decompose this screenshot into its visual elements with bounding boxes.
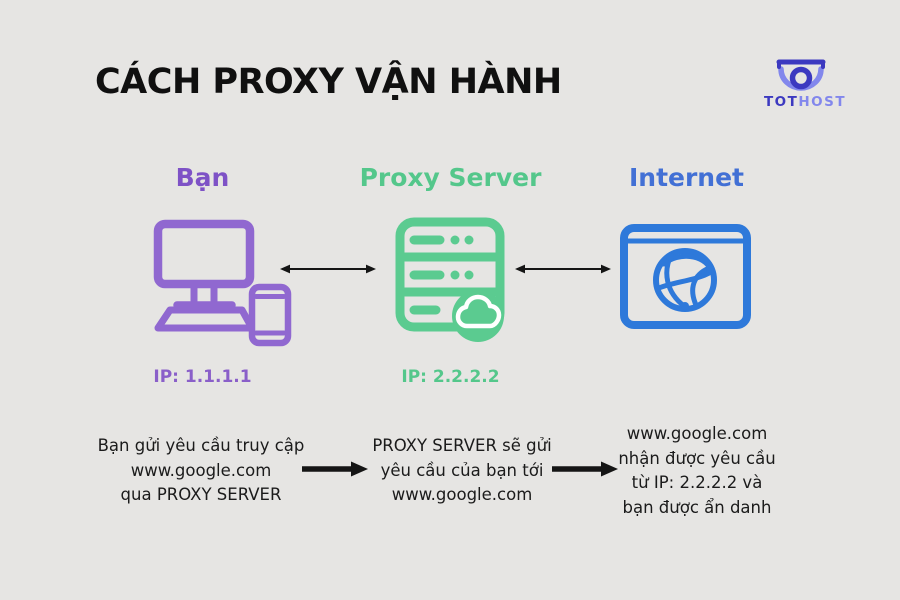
- step-3-line: www.google.com: [626, 424, 768, 443]
- ip-label-proxy: IP: 2.2.2.2: [401, 367, 500, 387]
- step-2-line: PROXY SERVER sẽ gửi: [372, 436, 552, 455]
- brand-wordmark-bold: TOT: [763, 94, 799, 110]
- step-text-1: Bạn gửi yêu cầu truy cập www.google.com …: [83, 434, 319, 508]
- step-text-3: www.google.com nhận được yêu cầu từ IP: …: [600, 422, 794, 520]
- step-1-line: Bạn gửi yêu cầu truy cập: [97, 436, 305, 455]
- desktop-and-phone-icon: [153, 219, 292, 347]
- ip-label-you: IP: 1.1.1.1: [153, 367, 252, 387]
- tothost-logo-icon: [776, 59, 826, 91]
- arrow-step2-step3: [552, 461, 618, 477]
- server-with-cloud-icon: [395, 217, 505, 342]
- step-3-line: bạn được ẩn danh: [622, 497, 772, 517]
- node-label-internet: Internet: [628, 163, 745, 192]
- arrow-you-proxy: [280, 264, 376, 274]
- step-2-line: www.google.com: [391, 485, 533, 504]
- step-3-line: từ IP: 2.2.2.2 và: [631, 473, 763, 492]
- step-2-line: yêu cầu của bạn tới: [380, 460, 544, 480]
- node-label-proxy: Proxy Server: [359, 163, 542, 192]
- step-1-line: qua PROXY SERVER: [120, 485, 282, 504]
- arrow-proxy-internet: [515, 264, 611, 274]
- node-label-you: Bạn: [175, 163, 230, 192]
- step-1-line: www.google.com: [130, 460, 272, 480]
- cloud-icon: [455, 294, 502, 329]
- brand-wordmark: TOTHOST: [763, 94, 847, 110]
- step-3-line: nhận được yêu cầu: [618, 448, 776, 468]
- page-title: CÁCH PROXY VẬN HÀNH: [95, 62, 562, 102]
- step-text-2: PROXY SERVER sẽ gửi yêu cầu của bạn tới …: [362, 434, 562, 508]
- arrow-step1-step2: [302, 461, 368, 477]
- browser-globe-icon: [620, 224, 751, 329]
- brand-wordmark-light: HOST: [798, 94, 847, 110]
